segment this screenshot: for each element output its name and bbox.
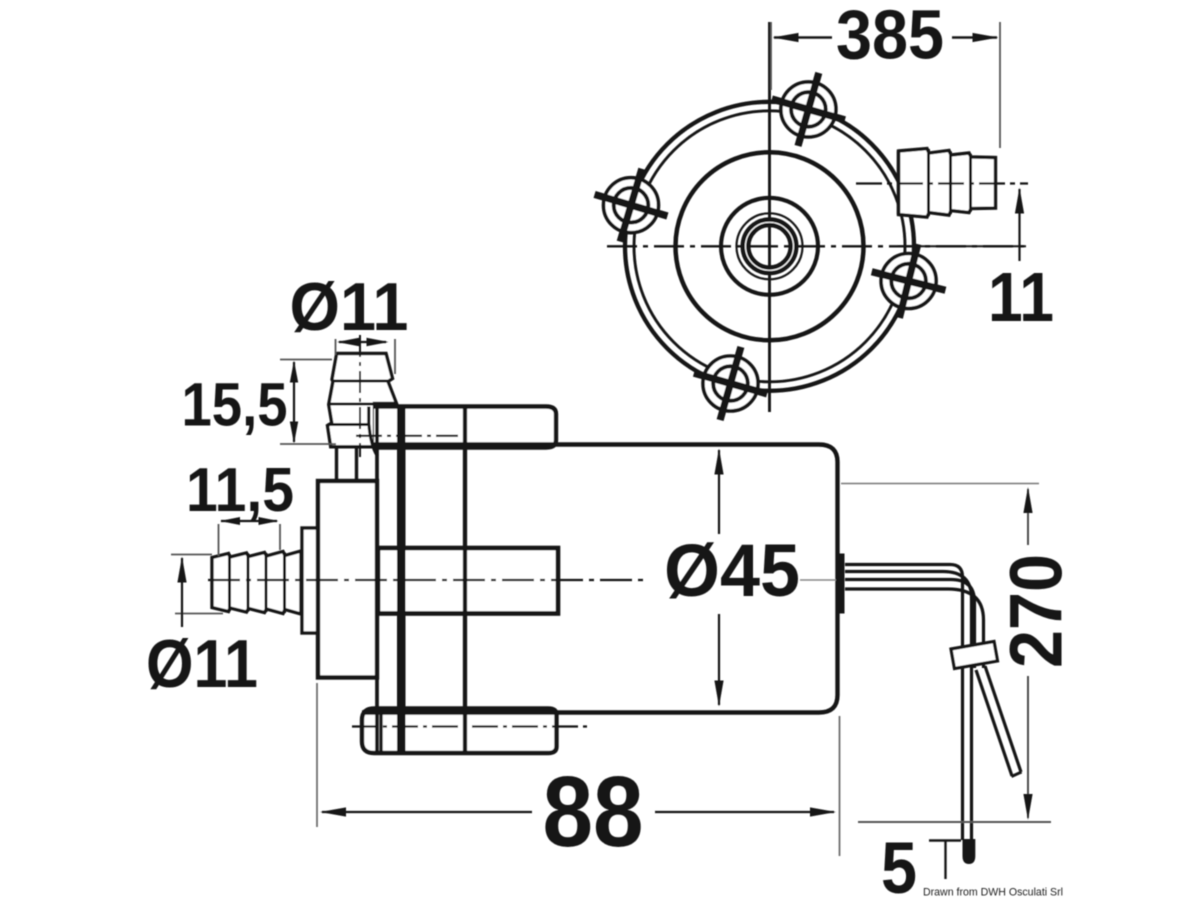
svg-text:385: 385 [836, 0, 944, 74]
svg-text:Ø11: Ø11 [146, 626, 258, 702]
svg-text:15,5: 15,5 [182, 371, 288, 439]
svg-text:270: 270 [995, 554, 1078, 668]
svg-text:Ø11: Ø11 [290, 269, 409, 345]
svg-text:Drawn from DWH Osculati Srl: Drawn from DWH Osculati Srl [923, 887, 1063, 899]
svg-text:5: 5 [881, 828, 917, 900]
svg-text:11: 11 [988, 258, 1054, 336]
svg-text:11,5: 11,5 [186, 456, 294, 525]
svg-text:88: 88 [543, 756, 644, 868]
svg-text:Ø45: Ø45 [664, 529, 800, 612]
